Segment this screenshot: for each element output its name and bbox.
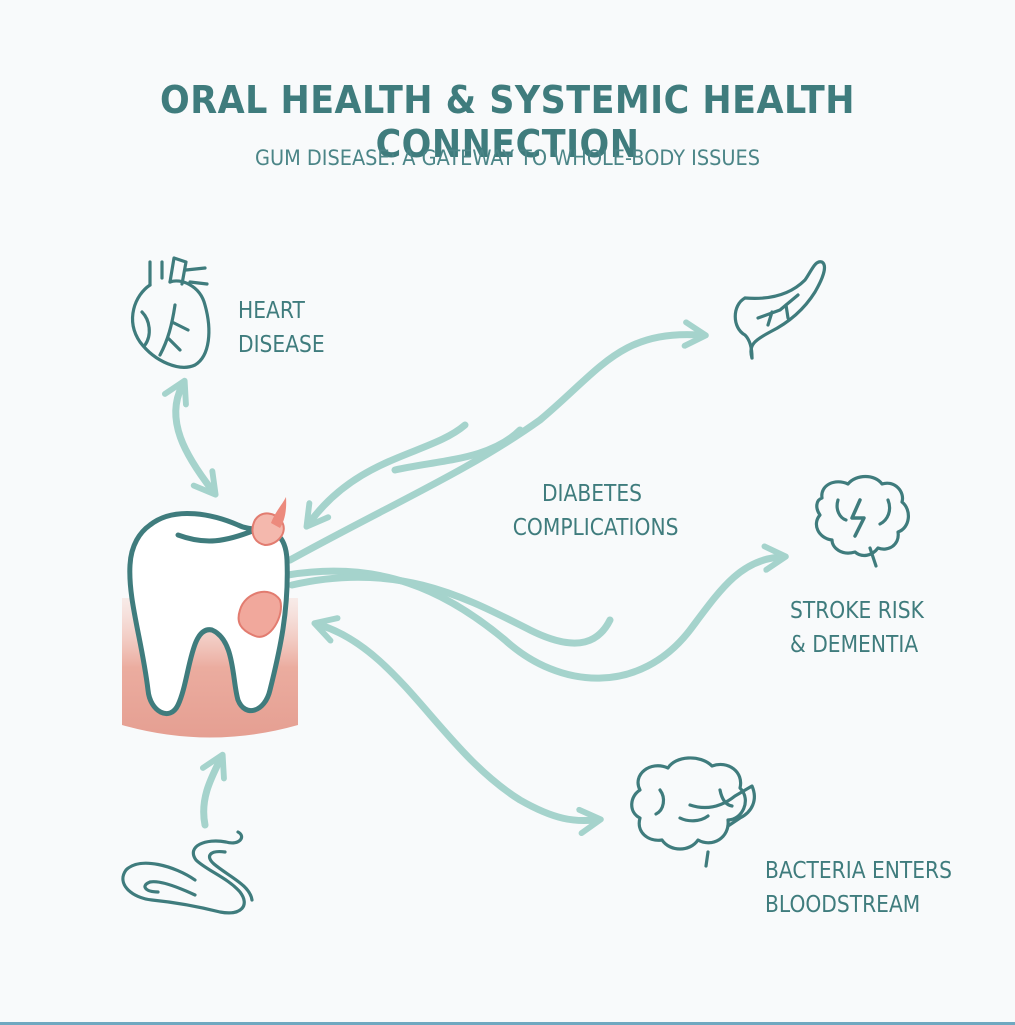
label-stroke-line1: STROKE RISK <box>790 598 924 624</box>
brain-icon <box>814 474 910 568</box>
bacteria-icon <box>121 830 254 915</box>
label-bacteria: BACTERIA ENTERS BLOODSTREAM <box>765 854 952 922</box>
connection-arrows <box>161 319 789 837</box>
label-heart-disease: HEART DISEASE <box>238 294 325 362</box>
label-bacteria-line1: BACTERIA ENTERS <box>765 858 952 884</box>
label-diabetes-line1: DIABETES <box>541 481 643 507</box>
label-heart-line2: DISEASE <box>238 332 325 358</box>
pancreas-icon <box>733 260 827 360</box>
lungs-icon <box>630 756 756 868</box>
label-stroke-line2: & DEMENTIA <box>790 632 919 658</box>
arrow-diabetes-to-tooth <box>303 421 469 530</box>
page-title: ORAL HEALTH & SYSTEMIC HEALTH CONNECTION <box>160 78 855 166</box>
label-diabetes: DIABETES COMPLICATIONS <box>512 477 679 545</box>
inflammation-spots <box>237 497 287 638</box>
arrow-to-pancreas <box>286 319 709 564</box>
label-diabetes-line2: COMPLICATIONS <box>512 515 679 541</box>
flow-line-diabetes <box>391 426 524 474</box>
label-stroke-risk: STROKE RISK & DEMENTIA <box>790 594 924 662</box>
bottom-rule <box>0 1022 1015 1025</box>
arrow-heart-tooth <box>161 377 219 498</box>
page-subtitle: GUM DISEASE: A GATEWAY TO WHOLE-BODY ISS… <box>254 146 761 170</box>
arrow-bacteria-tooth <box>199 751 227 829</box>
heart-icon <box>130 256 211 369</box>
label-heart-line1: HEART <box>238 298 305 324</box>
label-bacteria-line2: BLOODSTREAM <box>765 892 921 918</box>
arrow-bloodstream <box>311 615 604 837</box>
